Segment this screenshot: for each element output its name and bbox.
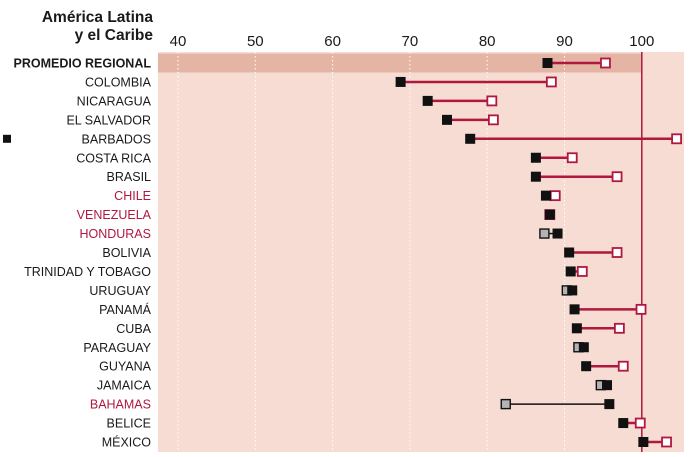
x-tick-label: 80 xyxy=(479,33,496,50)
marker-open xyxy=(549,190,561,202)
marker-open xyxy=(566,152,578,164)
highlight-row-band xyxy=(158,53,642,73)
marker-open xyxy=(576,266,588,277)
marker-open xyxy=(635,303,647,315)
marker-filled xyxy=(571,323,582,334)
marker-filled xyxy=(544,209,555,220)
row-label: TRINIDAD Y TOBAGO xyxy=(24,265,151,279)
marker-filled xyxy=(540,190,551,201)
row-label: BAHAMAS xyxy=(90,398,151,412)
marker-open xyxy=(671,133,682,145)
marker-open xyxy=(611,247,623,258)
marker-open xyxy=(487,114,499,126)
marker-filled xyxy=(465,133,476,144)
marker-filled xyxy=(565,266,576,277)
row-label: JAMAICA xyxy=(97,379,152,393)
offscale-marker xyxy=(3,134,11,143)
marker-open-gray xyxy=(500,398,511,410)
row-label: COLOMBIA xyxy=(85,75,152,89)
row-label: BARBADOS xyxy=(82,132,151,146)
marker-filled xyxy=(638,437,649,447)
marker-filled xyxy=(395,76,406,87)
row-label: HONDURAS xyxy=(79,227,151,241)
x-tick-label: 100 xyxy=(629,33,654,50)
x-tick-label: 50 xyxy=(247,33,264,50)
marker-open xyxy=(661,436,672,448)
marker-filled xyxy=(604,399,615,410)
row-label: BRASIL xyxy=(107,170,152,184)
marker-filled xyxy=(581,361,592,372)
row-label: GUYANA xyxy=(99,360,152,374)
marker-open xyxy=(613,322,625,334)
marker-open xyxy=(611,171,623,183)
marker-filled xyxy=(602,380,613,391)
chart-title-line-1: América Latina xyxy=(41,9,153,26)
row-label: PROMEDIO REGIONAL xyxy=(13,57,151,71)
marker-open xyxy=(634,417,646,429)
row-label: BOLIVIA xyxy=(102,246,151,260)
marker-open xyxy=(617,360,629,372)
row-label: COSTA RICA xyxy=(76,151,151,165)
marker-open xyxy=(545,76,557,88)
row-label: CUBA xyxy=(116,322,151,336)
marker-filled xyxy=(422,95,433,106)
marker-filled xyxy=(618,418,629,429)
x-tick-label: 70 xyxy=(402,33,419,50)
x-tick-label: 60 xyxy=(324,33,341,50)
marker-open xyxy=(486,95,498,107)
marker-open xyxy=(600,57,611,69)
marker-filled xyxy=(569,304,580,315)
marker-filled xyxy=(552,228,563,239)
marker-filled xyxy=(564,247,575,258)
x-tick-label: 40 xyxy=(170,33,187,50)
marker-filled xyxy=(530,171,541,182)
marker-filled xyxy=(567,285,578,296)
row-label: MÉXICO xyxy=(102,435,152,450)
row-label: CHILE xyxy=(114,189,151,203)
marker-filled xyxy=(442,114,453,125)
marker-filled xyxy=(578,342,589,353)
row-label: URUGUAY xyxy=(89,284,151,298)
x-tick-label: 90 xyxy=(556,33,573,50)
chart-title-line-2: y el Caribe xyxy=(74,27,153,44)
row-label: VENEZUELA xyxy=(77,208,152,222)
marker-filled xyxy=(542,58,553,68)
row-label: PANAMÁ xyxy=(99,302,152,317)
row-label: BELICE xyxy=(107,417,151,431)
row-label: EL SALVADOR xyxy=(66,113,151,127)
row-label: NICARAGUA xyxy=(77,94,152,108)
marker-open-gray xyxy=(539,228,550,239)
marker-filled xyxy=(530,152,541,163)
row-label: PARAGUAY xyxy=(83,341,151,355)
